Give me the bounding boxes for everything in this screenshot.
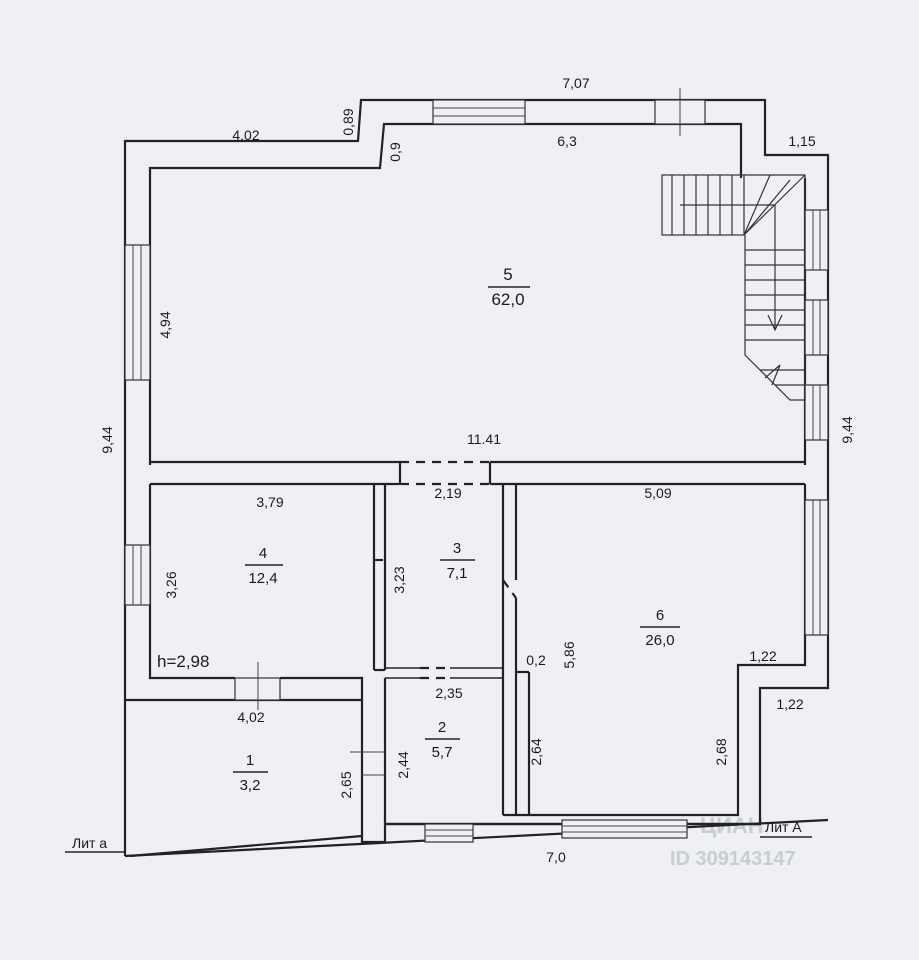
dim-partition-gap: 0,2: [526, 652, 546, 668]
room-2-area: 5,7: [432, 744, 453, 761]
room-3-number: 3: [453, 540, 461, 557]
interior-walls: [125, 460, 807, 836]
room-4-number: 4: [259, 545, 267, 562]
room-6-area: 26,0: [645, 632, 674, 649]
ceiling-height: h=2,98: [157, 652, 209, 671]
dimension-labels: 7,07 4,02 0,89 0,9 6,3 1,15 4,94 9,44 9,…: [99, 75, 855, 865]
dim-inner-notch: 0,9: [387, 142, 403, 162]
dim-top-left-width: 4,02: [232, 127, 259, 143]
dim-bottom-width: 7,0: [546, 849, 566, 865]
lit-annotations: Лит а Лит А: [65, 819, 812, 853]
room-5-area: 62,0: [491, 290, 524, 309]
room-6-number: 6: [656, 607, 664, 624]
dim-room4-height: 3,26: [163, 571, 179, 598]
dim-notch-height: 0,89: [340, 108, 356, 135]
room-4-area: 12,4: [248, 570, 277, 587]
dim-right-step-1: 1,22: [749, 648, 776, 664]
doors: [374, 460, 517, 680]
dim-right-total: 9,44: [839, 416, 855, 443]
dim-room3-height: 3,23: [391, 566, 407, 593]
dim-room6-height: 5,86: [561, 641, 577, 668]
room-3-area: 7,1: [447, 565, 468, 582]
room-5-number: 5: [503, 265, 512, 284]
dim-top-right-width: 7,07: [562, 75, 589, 91]
dim-lower-mid-height: 2,64: [528, 738, 544, 765]
dim-room2-height: 2,44: [395, 751, 411, 778]
dim-left-total: 9,44: [99, 426, 115, 453]
windows: [124, 88, 829, 843]
lit-small-label: Лит а: [72, 835, 107, 851]
lit-big-label: Лит А: [765, 819, 802, 835]
dim-stair-offset: 1,15: [788, 133, 815, 149]
dim-right-step-2: 1,22: [776, 696, 803, 712]
watermark-id: ID 309143147: [670, 848, 796, 870]
dim-room5-height: 4,94: [157, 311, 173, 338]
dim-room1-width: 4,02: [237, 709, 264, 725]
dim-corridor-width: 11.41: [467, 431, 501, 447]
dim-room6-width: 5,09: [644, 485, 671, 501]
room-1-number: 1: [246, 752, 254, 769]
dim-room2-width: 2,35: [435, 685, 462, 701]
dim-room3-width-top: 2,19: [434, 485, 461, 501]
dim-room1-height: 2,65: [338, 771, 354, 798]
room-1-area: 3,2: [240, 777, 261, 794]
room-labels: 5 62,0 4 12,4 3 7,1 6 26,0 2 5,7 1 3,2: [233, 265, 680, 794]
staircase: [661, 174, 806, 401]
dim-room5-inner-width: 6,3: [557, 133, 577, 149]
dim-room4-width: 3,79: [256, 494, 283, 510]
dim-lower-right-height: 2,68: [713, 738, 729, 765]
room-2-number: 2: [438, 719, 446, 736]
